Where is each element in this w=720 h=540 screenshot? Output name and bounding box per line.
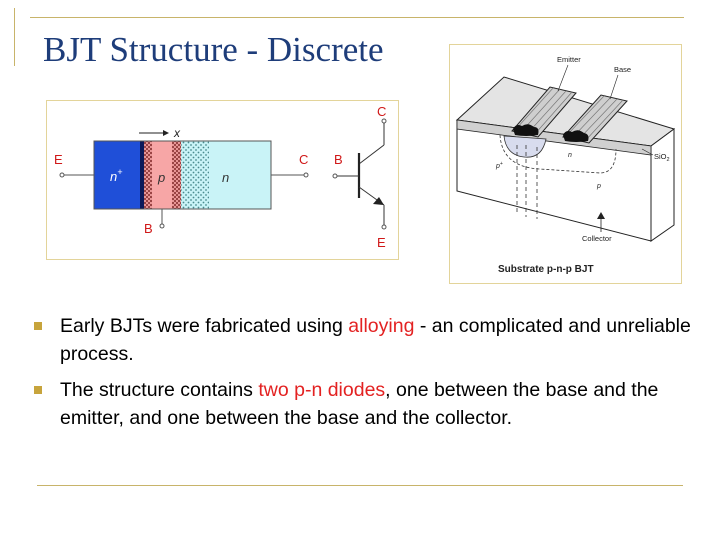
- symbol-emitter-terminal: [381, 224, 387, 230]
- bullet-item: Early BJTs were fabricated using alloyin…: [34, 312, 694, 368]
- emitter-terminal: [59, 172, 65, 178]
- p-plus-region: [503, 135, 547, 158]
- symbol-base-label: B: [334, 152, 343, 167]
- diagram-caption: Substrate p-n-p BJT: [498, 264, 594, 275]
- sio2-label: SiO2: [654, 152, 670, 163]
- n-region-label: n: [222, 170, 229, 185]
- base-collector-depletion-p: [172, 141, 181, 209]
- base-region: [152, 141, 172, 209]
- bullet-list: Early BJTs were fabricated using alloyin…: [34, 312, 694, 440]
- bjt-structure-diagram: x E n+ p n C B C E: [46, 100, 399, 260]
- emitter-label: E: [54, 152, 63, 167]
- p-plus-label: p+: [495, 161, 503, 170]
- base-terminal: [159, 223, 165, 229]
- symbol-emitter-arrow: [373, 197, 384, 205]
- emitter-label: Emitter: [557, 55, 581, 64]
- bullet-square-icon: [34, 322, 42, 330]
- emitter-region: [94, 141, 140, 209]
- base-contact: [563, 130, 589, 142]
- base-pointer: [609, 74, 619, 100]
- chip-right-face: [650, 128, 675, 242]
- n-plus-label: n+: [110, 167, 123, 184]
- symbol-emitter-label: E: [377, 235, 386, 250]
- n-well-boundary: [499, 134, 617, 174]
- p-substrate-label: p: [596, 183, 601, 190]
- collector-terminal: [303, 172, 309, 178]
- base-collector-depletion-n: [181, 141, 209, 209]
- bjt-structure-svg: x E n+ p n C B C E: [54, 104, 387, 250]
- collector-label: C: [299, 152, 308, 167]
- emitter-pointer: [557, 64, 569, 92]
- bullet-item: The structure contains two p-n diodes, o…: [34, 376, 694, 432]
- p-region-label: p: [157, 170, 165, 185]
- collector-pointer-head: [597, 212, 605, 219]
- sio2-pointer: [641, 148, 654, 156]
- symbol-collector-terminal: [381, 118, 387, 124]
- bottom-divider-line: [37, 485, 683, 486]
- collector-region: [209, 141, 271, 209]
- emitter-ridge-shading: [515, 86, 573, 136]
- x-axis-label: x: [173, 126, 181, 140]
- left-accent-line: [14, 8, 15, 66]
- top-divider-line: [30, 17, 684, 18]
- emitter-base-depletion: [144, 141, 152, 209]
- substrate-pnp-diagram: Emitter Base SiO2 p+ n p Collector Subst…: [449, 44, 682, 284]
- symbol-base-terminal: [332, 173, 338, 179]
- base-label: Base: [614, 65, 631, 74]
- bullet-square-icon: [34, 386, 42, 394]
- highlight-two-pn-diodes: two p-n diodes: [258, 379, 386, 401]
- symbol-collector-label: C: [377, 104, 386, 119]
- base-ridge-shading: [566, 94, 624, 142]
- emitter-contact: [513, 124, 539, 136]
- substrate-pnp-svg: Emitter Base SiO2 p+ n p Collector Subst…: [455, 55, 676, 275]
- slide-title: BJT Structure - Discrete: [43, 30, 384, 69]
- highlight-alloying: alloying: [348, 315, 415, 337]
- base-label: B: [144, 221, 153, 236]
- emitter-junction: [140, 141, 144, 209]
- n-label: n: [568, 152, 572, 159]
- collector-label: Collector: [582, 234, 612, 243]
- symbol-collector-arm: [358, 144, 385, 165]
